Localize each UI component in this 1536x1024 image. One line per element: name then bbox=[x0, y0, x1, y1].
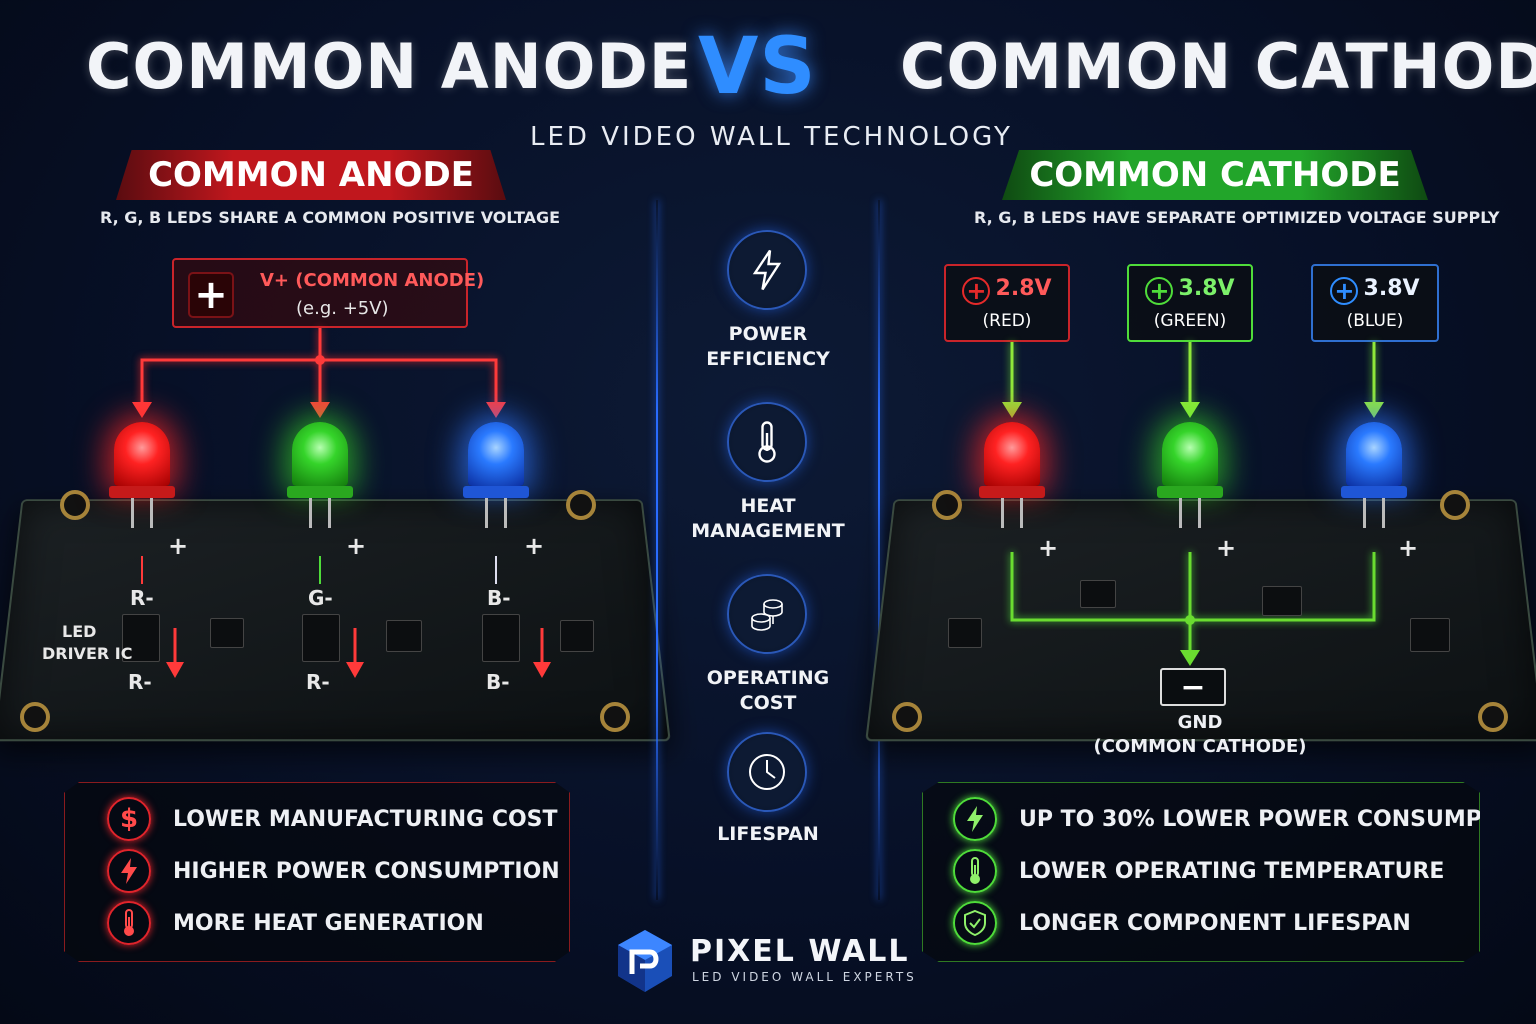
point-row: LONGER COMPONENT LIFESPAN bbox=[953, 897, 1536, 949]
point-text: LOWER OPERATING TEMPERATURE bbox=[1019, 859, 1444, 884]
thermometer-icon bbox=[953, 849, 997, 893]
smd-chip bbox=[1410, 618, 1450, 652]
smd-chip bbox=[1080, 580, 1116, 608]
minus-icon: − bbox=[1160, 668, 1226, 706]
smd-chip bbox=[948, 618, 982, 648]
brand-name: PIXEL WALL bbox=[690, 934, 910, 969]
point-text: UP TO 30% LOWER POWER CONSUMPTION bbox=[1019, 807, 1536, 832]
lightning-icon bbox=[953, 797, 997, 841]
pixel-wall-logo-icon bbox=[614, 928, 676, 994]
point-row: LOWER OPERATING TEMPERATURE bbox=[953, 845, 1536, 897]
gnd-label: GND bbox=[1110, 712, 1290, 733]
shield-check-icon bbox=[953, 901, 997, 945]
gnd-sublabel: (COMMON CATHODE) bbox=[1090, 736, 1310, 757]
point-row: UP TO 30% LOWER POWER CONSUMPTION bbox=[953, 793, 1536, 845]
cathode-points-panel: UP TO 30% LOWER POWER CONSUMPTION LOWER … bbox=[922, 782, 1480, 962]
brand-tagline: LED VIDEO WALL EXPERTS bbox=[692, 970, 917, 984]
point-text: LONGER COMPONENT LIFESPAN bbox=[1019, 911, 1411, 936]
smd-chip bbox=[1262, 586, 1302, 616]
